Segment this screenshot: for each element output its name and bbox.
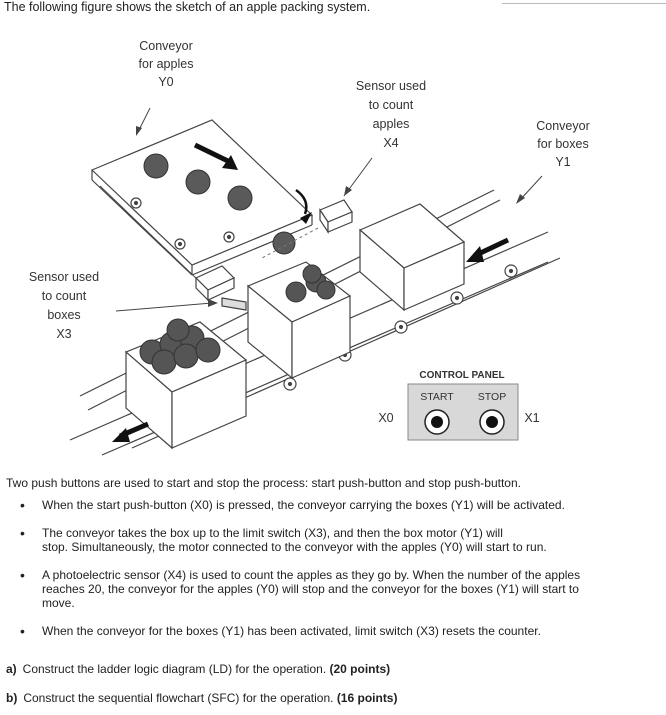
label-sensor-boxes: Sensor used to count boxes X3 bbox=[29, 270, 99, 341]
label-conveyor-apples: Conveyor for apples Y0 bbox=[139, 39, 194, 89]
box-partial bbox=[246, 261, 352, 380]
control-panel: CONTROL PANEL START STOP X0 X1 bbox=[378, 370, 540, 441]
box-empty bbox=[358, 203, 466, 312]
svg-text:Y1: Y1 bbox=[555, 155, 570, 169]
falling-arrowhead bbox=[300, 212, 312, 224]
x1-label: X1 bbox=[524, 411, 539, 425]
conveyor-boxes-leader-head bbox=[516, 194, 525, 204]
svg-text:X3: X3 bbox=[56, 327, 71, 341]
question-b: b)Construct the sequential flowchart (SF… bbox=[6, 691, 398, 705]
svg-text:Y0: Y0 bbox=[158, 75, 173, 89]
svg-text:Sensor used: Sensor used bbox=[29, 270, 99, 284]
svg-text:apples: apples bbox=[373, 117, 410, 131]
svg-text:STOP: STOP bbox=[478, 391, 506, 403]
list-item: When the start push-button (X0) is press… bbox=[20, 498, 632, 512]
list-item: When the conveyor for the boxes (Y1) has… bbox=[20, 624, 632, 638]
apple-sensor bbox=[319, 199, 353, 234]
svg-text:Sensor used: Sensor used bbox=[356, 79, 426, 93]
box-sensor bbox=[194, 265, 247, 311]
svg-text:CONTROL PANEL: CONTROL PANEL bbox=[419, 370, 504, 381]
falling-arrow bbox=[295, 188, 308, 215]
conveyor-boxes-leader bbox=[519, 175, 543, 201]
question-a: a)Construct the ladder logic diagram (LD… bbox=[6, 662, 391, 676]
apple-sensor-leader-head bbox=[344, 186, 352, 196]
box-exit-arrowhead bbox=[112, 428, 130, 442]
svg-text:boxes: boxes bbox=[47, 308, 80, 322]
apples-in-box-partial bbox=[285, 264, 336, 303]
apple-sensor-beam bbox=[261, 227, 319, 259]
list-item: A photoelectric sensor (X4) is used to c… bbox=[20, 568, 632, 610]
apple-motion-arrowhead bbox=[222, 155, 238, 170]
conveyor-apples-leader-head bbox=[136, 126, 142, 136]
x0-label: X0 bbox=[378, 411, 393, 425]
svg-text:START: START bbox=[420, 391, 454, 403]
apples-in-box-full bbox=[139, 318, 221, 375]
requirements-list: When the start push-button (X0) is press… bbox=[20, 498, 632, 638]
svg-text:to count: to count bbox=[369, 98, 414, 112]
apple-motion-arrow bbox=[193, 142, 234, 166]
label-conveyor-boxes: Conveyor for boxes Y1 bbox=[536, 119, 590, 169]
apple-packing-sketch: Conveyor for apples Y0 Sensor used to co… bbox=[29, 39, 590, 456]
box-sensor-leader-head bbox=[208, 299, 218, 307]
apple-conveyor-rollers bbox=[130, 197, 235, 250]
svg-text:for apples: for apples bbox=[139, 57, 194, 71]
svg-text:Conveyor: Conveyor bbox=[139, 39, 193, 53]
top-rule bbox=[502, 3, 666, 4]
box-entry-arrowhead bbox=[466, 246, 484, 262]
description-paragraph: Two push buttons are used to start and s… bbox=[6, 476, 521, 490]
label-sensor-apples: Sensor used to count apples X4 bbox=[356, 79, 426, 150]
svg-text:to count: to count bbox=[42, 289, 87, 303]
svg-text:X4: X4 bbox=[383, 136, 398, 150]
list-item: The conveyor takes the box up to the lim… bbox=[20, 526, 632, 554]
apple-conveyor bbox=[90, 119, 314, 283]
box-sensor-leader bbox=[115, 302, 213, 312]
svg-text:for boxes: for boxes bbox=[537, 137, 588, 151]
apples-on-conveyor bbox=[143, 153, 296, 255]
intro-text: The following figure shows the sketch of… bbox=[4, 0, 371, 14]
svg-text:Conveyor: Conveyor bbox=[536, 119, 590, 133]
